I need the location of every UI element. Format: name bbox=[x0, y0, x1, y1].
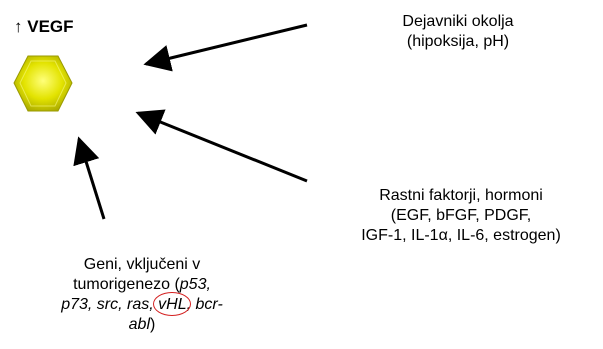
arrow-environment bbox=[143, 23, 308, 72]
vegf-label: VEGF bbox=[27, 17, 74, 36]
growth-line-1: Rastni faktorji, hormoni bbox=[379, 187, 543, 204]
genes-list: p73, src, ras, bbox=[61, 296, 154, 313]
alpha-symbol: α bbox=[438, 227, 448, 244]
growth-factors-label: Rastni faktorji, hormoni (EGF, bFGF, PDG… bbox=[296, 186, 603, 246]
genes-line-4: abl) bbox=[12, 315, 272, 335]
growth-line-2: (EGF, bFGF, PDGF, bbox=[390, 207, 532, 224]
genes-line-2: tumorigenezo (p53, bbox=[12, 275, 272, 295]
genes-line-3: p73, src, ras, vHL, bcr- bbox=[12, 292, 272, 316]
arrow-growth-factors bbox=[135, 109, 308, 183]
vegf-hexagon bbox=[13, 55, 73, 112]
environment-factors-label: Dejavniki okolja (hipoksija, pH) bbox=[353, 12, 563, 52]
growth-line-3-part-b: , IL-6, estrogen) bbox=[447, 227, 561, 244]
genes-close-paren: ) bbox=[150, 316, 156, 333]
genes-line-1: Geni, vključeni v bbox=[83, 256, 201, 273]
vegf-title: ↑ VEGF bbox=[14, 17, 74, 37]
arrow-genes bbox=[73, 136, 106, 220]
genes-line-2-text: tumorigenezo ( bbox=[73, 276, 180, 293]
genes-label: Geni, vključeni v tumorigenezo (p53, p73… bbox=[12, 255, 272, 335]
up-arrow-icon: ↑ bbox=[14, 17, 23, 36]
vhl-highlight: vHL bbox=[153, 292, 192, 316]
gene-p53: p53, bbox=[179, 276, 211, 293]
growth-line-3-part-a: IGF-1, IL-1 bbox=[361, 227, 439, 244]
gene-bcr: , bcr- bbox=[186, 296, 223, 313]
gene-abl: abl bbox=[128, 316, 151, 333]
environment-line-2: (hipoksija, pH) bbox=[406, 33, 510, 50]
highlight-circle bbox=[153, 292, 192, 316]
growth-line-3: IGF-1, IL-1α, IL-6, estrogen) bbox=[296, 226, 603, 246]
environment-line-1: Dejavniki okolja bbox=[402, 13, 514, 30]
